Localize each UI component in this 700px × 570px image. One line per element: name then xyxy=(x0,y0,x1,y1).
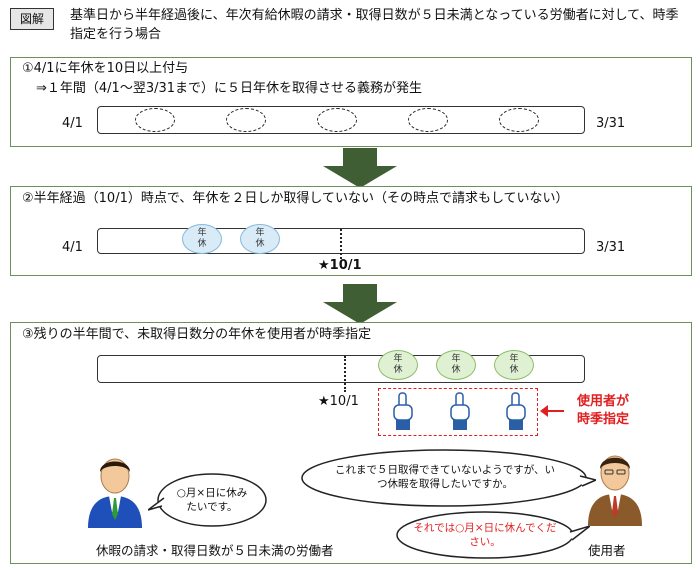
panel-1-line-2: ⇒１年間（4/1～翌3/31まで）に５日年休を取得させる義務が発生 xyxy=(36,81,423,96)
employer-reply-bubble xyxy=(396,511,590,559)
designated-leave-marker: 年 休 xyxy=(378,350,418,380)
planned-leave-slot xyxy=(135,108,175,132)
panel-1-line-1: ①4/1に年休を10日以上付与 xyxy=(22,61,189,76)
panel-1-start-date: 4/1 xyxy=(62,116,83,131)
down-arrow-icon xyxy=(323,284,397,324)
worker-person-icon xyxy=(88,458,142,528)
planned-leave-slot xyxy=(317,108,357,132)
down-arrow-icon xyxy=(323,148,397,188)
panel-2-title: ②半年経過（10/1）時点で、年休を２日しか取得していない（その時点で請求もして… xyxy=(22,191,569,206)
planned-leave-slot xyxy=(408,108,448,132)
panel-1-end-date: 3/31 xyxy=(596,116,626,131)
employer-caption: 使用者 xyxy=(588,543,626,558)
taken-leave-marker: 年 休 xyxy=(182,224,222,254)
half-year-divider xyxy=(340,229,342,259)
half-year-divider xyxy=(344,356,346,392)
figure-tag: 図解 xyxy=(10,8,54,30)
employer-reply-text: それでは○月×日に休んでください。 xyxy=(413,522,557,548)
worker-speech-bubble xyxy=(148,473,267,527)
worker-request-text: ○月×日に休みたいです。 xyxy=(176,487,248,513)
employer-person-icon xyxy=(588,455,642,526)
panel-3-half-year-marker: ★10/1 xyxy=(318,394,359,409)
employer-question-bubble xyxy=(301,449,596,507)
panel-3-title: ③残りの半年間で、未取得日数分の年休を使用者が時季指定 xyxy=(22,327,372,342)
designated-leave-marker: 年 休 xyxy=(436,350,476,380)
taken-leave-marker: 年 休 xyxy=(240,224,280,254)
employer-designation-note: 使用者が 時季指定 xyxy=(576,394,629,427)
planned-leave-slot xyxy=(499,108,539,132)
panel-2-half-year-marker: ★10/1 xyxy=(318,258,362,273)
red-arrow-icon xyxy=(540,405,564,417)
pointing-hand-icon xyxy=(450,392,470,430)
designated-leave-marker: 年 休 xyxy=(494,350,534,380)
panel-2-end-date: 3/31 xyxy=(596,240,626,255)
worker-caption: 休暇の請求・取得日数が５日未満の労働者 xyxy=(96,543,334,558)
panel-2-start-date: 4/1 xyxy=(62,240,83,255)
designation-box xyxy=(378,388,538,436)
employer-question-text: これまで５日取得できていないようですが、いつ休暇を取得したいですか。 xyxy=(334,464,556,490)
pointing-hand-icon xyxy=(393,392,413,430)
pointing-hand-icon xyxy=(506,392,526,430)
planned-leave-slot xyxy=(226,108,266,132)
diagram-heading: 基準日から半年経過後に、年次有給休暇の請求・取得日数が５日未満となっている労働者… xyxy=(70,8,679,42)
